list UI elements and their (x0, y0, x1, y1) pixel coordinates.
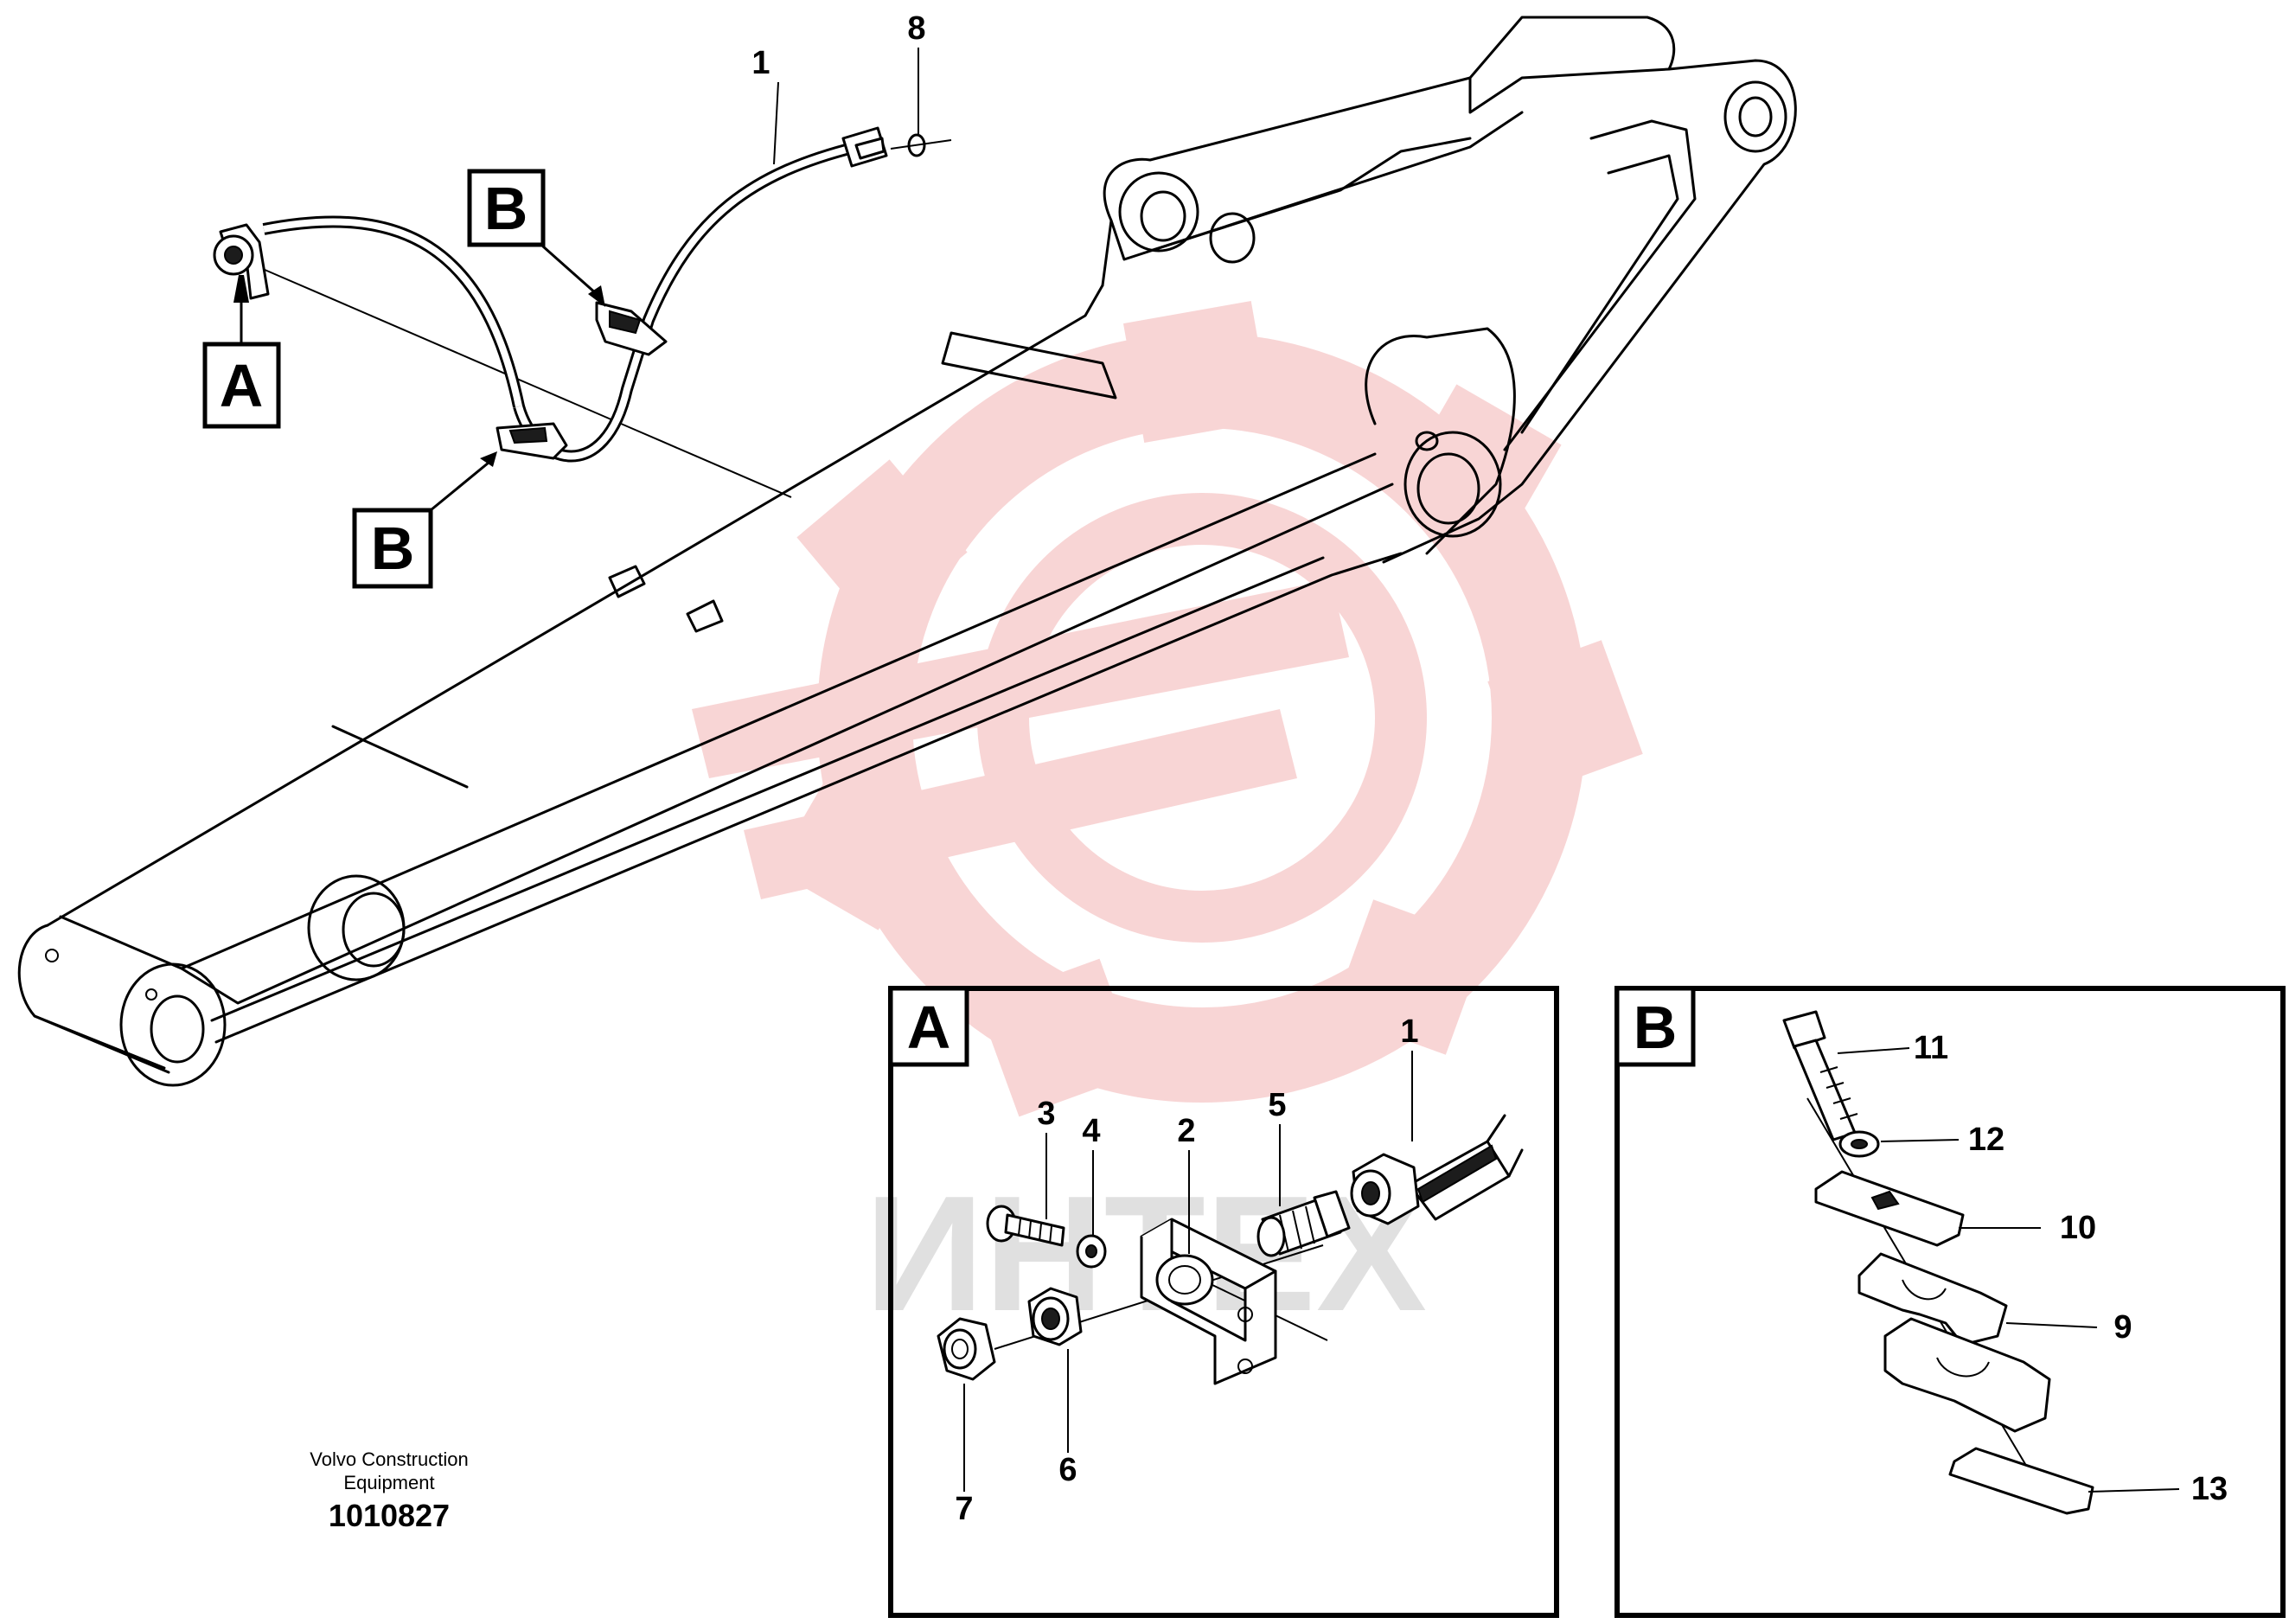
company-line-1: Volvo Construction (310, 1448, 468, 1470)
drawing-number: 1010827 (329, 1498, 450, 1533)
view-b-tag-upper-label: B (484, 175, 528, 242)
callout-bolt-washer: 12 (1968, 1122, 2004, 1158)
callout-clamp-half: 9 (2113, 1309, 2132, 1346)
company-line-2: Equipment (343, 1472, 434, 1493)
callout-bolt: 11 (1914, 1030, 1948, 1066)
callout-bracket: 2 (1177, 1113, 1195, 1149)
view-b-tag-lower (352, 508, 433, 589)
view-a-tag-label: A (220, 352, 264, 419)
detail-a-label: A (907, 994, 951, 1061)
callout-nipple: 5 (1268, 1087, 1286, 1123)
view-a-tag (202, 342, 281, 429)
callout-oring-main: 8 (907, 10, 925, 47)
callout-hose-a: 1 (1400, 1013, 1418, 1050)
callout-screw: 3 (1037, 1096, 1055, 1132)
drawing-footer: Volvo Construction Equipment 1010827 (310, 1448, 468, 1533)
callout-nut: 7 (955, 1491, 973, 1527)
detail-b-label: B (1634, 994, 1678, 1061)
view-b-tag-upper (467, 169, 546, 247)
hose-assembly (213, 126, 952, 498)
callout-cover-plate: 10 (2060, 1210, 2096, 1246)
watermark-logo (692, 301, 1643, 1117)
callout-hose-main: 1 (751, 45, 770, 81)
callout-weld-plate: 13 (2191, 1471, 2228, 1507)
detail-view-b: B 11 12 10 9 13 (1614, 986, 2286, 1618)
excavator-boom (17, 16, 1797, 1087)
callout-washer: 4 (1082, 1113, 1100, 1149)
view-b-tag-lower-label: B (371, 515, 415, 582)
callout-lock-nut: 6 (1058, 1452, 1077, 1488)
main-callouts: 1 8 A B B (202, 10, 926, 589)
detail-view-a: A (888, 986, 1559, 1618)
